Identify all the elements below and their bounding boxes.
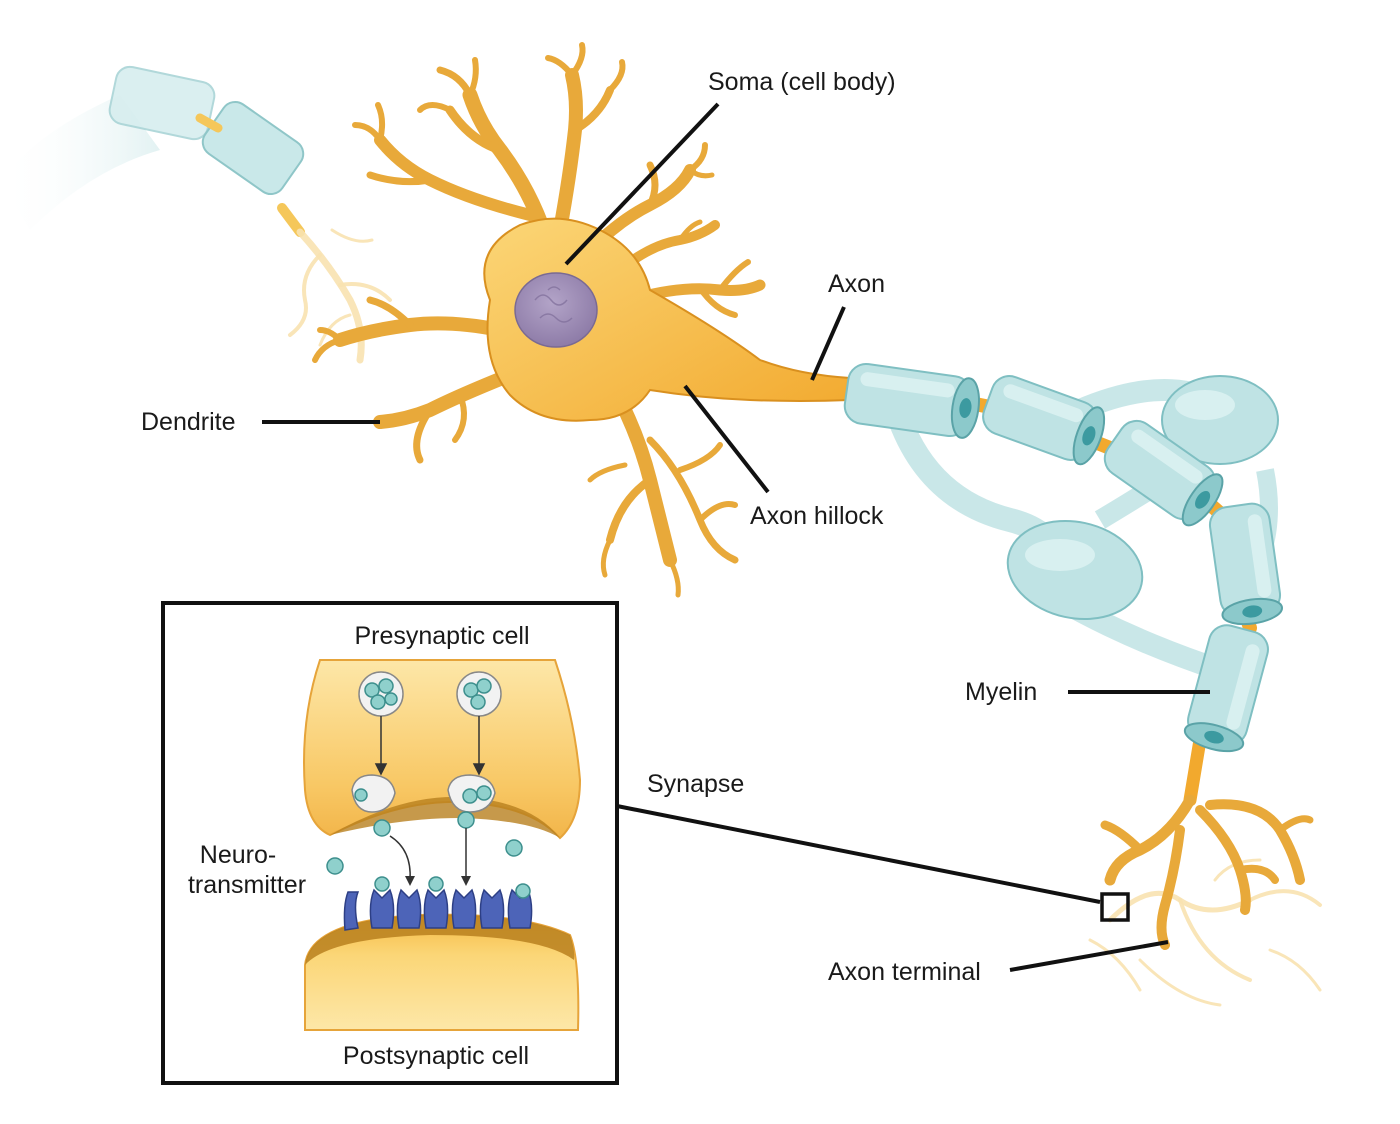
synapse-leader xyxy=(616,804,1101,904)
diffusion-arrow xyxy=(389,828,467,881)
dendrites xyxy=(312,42,766,598)
synaptic-vesicle xyxy=(456,671,502,717)
soma-label: Soma (cell body) xyxy=(708,68,896,96)
dendrite-label: Dendrite xyxy=(141,408,236,436)
axon-label: Axon xyxy=(828,270,885,298)
fusing-vesicle xyxy=(351,774,496,813)
nucleus xyxy=(514,272,598,348)
myelin-label: Myelin xyxy=(965,678,1037,706)
synaptic-vesicle xyxy=(358,671,404,717)
labels: Soma (cell body) Axon Dendrite Axon hill… xyxy=(141,68,1037,986)
soma-leader xyxy=(564,102,720,266)
neurotransmitter-label-line2: transmitter xyxy=(188,871,306,899)
axon-terminal-leader xyxy=(1009,940,1169,972)
synapse-inset: Presynaptic cell Postsynaptic cell Neuro… xyxy=(161,601,619,1085)
synapse-label: Synapse xyxy=(647,770,744,798)
axon-hillock-label: Axon hillock xyxy=(750,502,884,530)
neurotransmitter-molecules xyxy=(326,811,523,875)
transport-arrow xyxy=(374,716,486,776)
axon-terminal-label: Axon terminal xyxy=(828,958,981,986)
incoming-axon xyxy=(0,65,392,364)
axon-terminals xyxy=(1088,794,1322,1007)
myelin-sheath xyxy=(843,362,1283,753)
postsynaptic-label: Postsynaptic cell xyxy=(343,1042,529,1070)
axon-hillock-leader xyxy=(683,384,770,494)
receptors xyxy=(343,876,533,931)
soma xyxy=(483,217,851,422)
leader-lines xyxy=(262,102,1210,972)
axon-leader xyxy=(810,306,846,381)
neurotransmitter-label-line1: Neuro- xyxy=(200,841,276,869)
synapse-marker-box xyxy=(1100,892,1130,922)
presynaptic-label: Presynaptic cell xyxy=(354,622,529,650)
